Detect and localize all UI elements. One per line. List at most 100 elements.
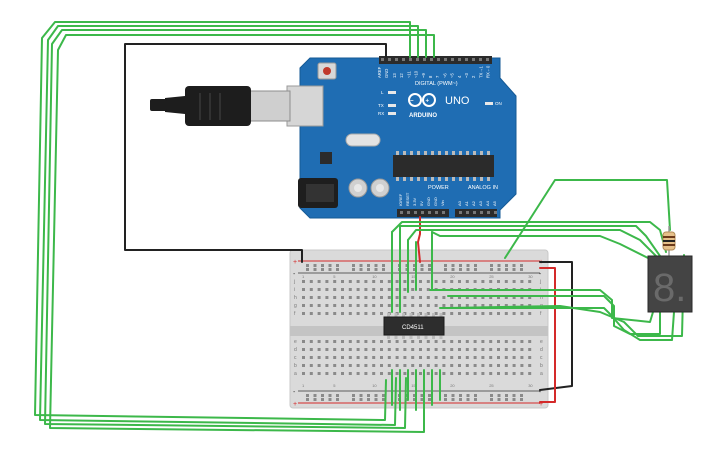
- breadboard-hole[interactable]: [450, 364, 454, 367]
- header-pin[interactable]: [487, 211, 490, 214]
- rail-hole[interactable]: [313, 398, 317, 401]
- header-pin[interactable]: [480, 211, 483, 214]
- breadboard-hole[interactable]: [465, 372, 469, 375]
- breadboard-hole[interactable]: [465, 296, 469, 299]
- rail-hole[interactable]: [505, 398, 508, 401]
- breadboard-hole[interactable]: [380, 372, 383, 375]
- breadboard-hole[interactable]: [465, 340, 469, 343]
- breadboard-hole[interactable]: [341, 340, 344, 343]
- rail-hole[interactable]: [505, 394, 508, 397]
- rail-hole[interactable]: [466, 268, 470, 271]
- breadboard-hole[interactable]: [403, 372, 407, 375]
- breadboard-hole[interactable]: [341, 312, 344, 315]
- breadboard-hole[interactable]: [348, 372, 352, 375]
- header-pin[interactable]: [428, 211, 431, 214]
- header-pin[interactable]: [486, 58, 489, 61]
- breadboard-hole[interactable]: [481, 296, 485, 299]
- breadboard-hole[interactable]: [520, 372, 524, 375]
- breadboard-hole[interactable]: [302, 364, 305, 367]
- power-wire-rail[interactable]: [539, 267, 556, 403]
- rail-hole[interactable]: [306, 268, 309, 271]
- rail-hole[interactable]: [413, 264, 416, 267]
- breadboard-hole[interactable]: [395, 296, 399, 299]
- rail-hole[interactable]: [359, 264, 363, 267]
- breadboard-hole[interactable]: [341, 356, 344, 359]
- header-pin[interactable]: [444, 58, 447, 61]
- breadboard-hole[interactable]: [325, 296, 329, 299]
- breadboard-hole[interactable]: [473, 312, 477, 315]
- breadboard-hole[interactable]: [419, 288, 422, 291]
- rail-hole[interactable]: [336, 394, 339, 397]
- breadboard-hole[interactable]: [458, 280, 461, 283]
- rail-hole[interactable]: [497, 398, 501, 401]
- breadboard-hole[interactable]: [403, 288, 407, 291]
- rail-hole[interactable]: [451, 394, 455, 397]
- breadboard-hole[interactable]: [333, 340, 337, 343]
- breadboard-hole[interactable]: [403, 356, 407, 359]
- breadboard-hole[interactable]: [372, 340, 376, 343]
- green-wire-display-bottom-2[interactable]: [447, 295, 661, 335]
- header-pin[interactable]: [442, 211, 445, 214]
- breadboard-hole[interactable]: [434, 356, 438, 359]
- breadboard-hole[interactable]: [419, 304, 422, 307]
- breadboard-hole[interactable]: [442, 356, 446, 359]
- breadboard-hole[interactable]: [395, 340, 399, 343]
- breadboard-hole[interactable]: [528, 280, 532, 283]
- rail-hole[interactable]: [313, 264, 317, 267]
- breadboard-hole[interactable]: [372, 364, 376, 367]
- breadboard-hole[interactable]: [419, 348, 422, 351]
- rail-hole[interactable]: [336, 268, 339, 271]
- rail-hole[interactable]: [420, 268, 424, 271]
- resistor[interactable]: [662, 226, 676, 256]
- breadboard-hole[interactable]: [309, 348, 313, 351]
- rail-hole[interactable]: [306, 264, 309, 267]
- breadboard-hole[interactable]: [450, 280, 454, 283]
- breadboard-hole[interactable]: [302, 304, 305, 307]
- breadboard-hole[interactable]: [450, 348, 454, 351]
- breadboard-hole[interactable]: [419, 372, 422, 375]
- header-pin[interactable]: [479, 58, 482, 61]
- breadboard-hole[interactable]: [419, 340, 422, 343]
- rail-hole[interactable]: [374, 268, 378, 271]
- breadboard-hole[interactable]: [395, 348, 399, 351]
- header-pin[interactable]: [465, 58, 468, 61]
- breadboard-hole[interactable]: [419, 280, 422, 283]
- breadboard-hole[interactable]: [465, 312, 469, 315]
- breadboard-hole[interactable]: [504, 364, 508, 367]
- breadboard-hole[interactable]: [473, 364, 477, 367]
- breadboard-hole[interactable]: [325, 288, 329, 291]
- breadboard-hole[interactable]: [309, 280, 313, 283]
- rail-hole[interactable]: [444, 398, 447, 401]
- breadboard-hole[interactable]: [504, 312, 508, 315]
- breadboard-hole[interactable]: [317, 340, 321, 343]
- header-pin[interactable]: [395, 58, 398, 61]
- breadboard-hole[interactable]: [356, 340, 360, 343]
- breadboard-hole[interactable]: [356, 348, 360, 351]
- breadboard-hole[interactable]: [309, 364, 313, 367]
- breadboard-hole[interactable]: [465, 280, 469, 283]
- rail-hole[interactable]: [428, 394, 431, 397]
- breadboard-hole[interactable]: [364, 312, 368, 315]
- rail-hole[interactable]: [490, 398, 493, 401]
- breadboard-hole[interactable]: [356, 356, 360, 359]
- seven-segment-display[interactable]: 8.: [647, 255, 693, 313]
- breadboard-hole[interactable]: [302, 312, 305, 315]
- header-pin[interactable]: [458, 58, 461, 61]
- breadboard-hole[interactable]: [481, 372, 485, 375]
- header-pin[interactable]: [388, 58, 391, 61]
- breadboard-hole[interactable]: [465, 304, 469, 307]
- breadboard-hole[interactable]: [356, 280, 360, 283]
- breadboard-hole[interactable]: [442, 348, 446, 351]
- rail-hole[interactable]: [428, 264, 431, 267]
- breadboard-hole[interactable]: [380, 296, 383, 299]
- breadboard-hole[interactable]: [528, 296, 532, 299]
- breadboard-hole[interactable]: [434, 304, 438, 307]
- header-pin[interactable]: [437, 58, 440, 61]
- breadboard-hole[interactable]: [512, 364, 516, 367]
- rail-hole[interactable]: [413, 394, 416, 397]
- breadboard-hole[interactable]: [348, 340, 352, 343]
- breadboard-hole[interactable]: [333, 304, 337, 307]
- breadboard-hole[interactable]: [411, 288, 415, 291]
- breadboard-hole[interactable]: [497, 304, 500, 307]
